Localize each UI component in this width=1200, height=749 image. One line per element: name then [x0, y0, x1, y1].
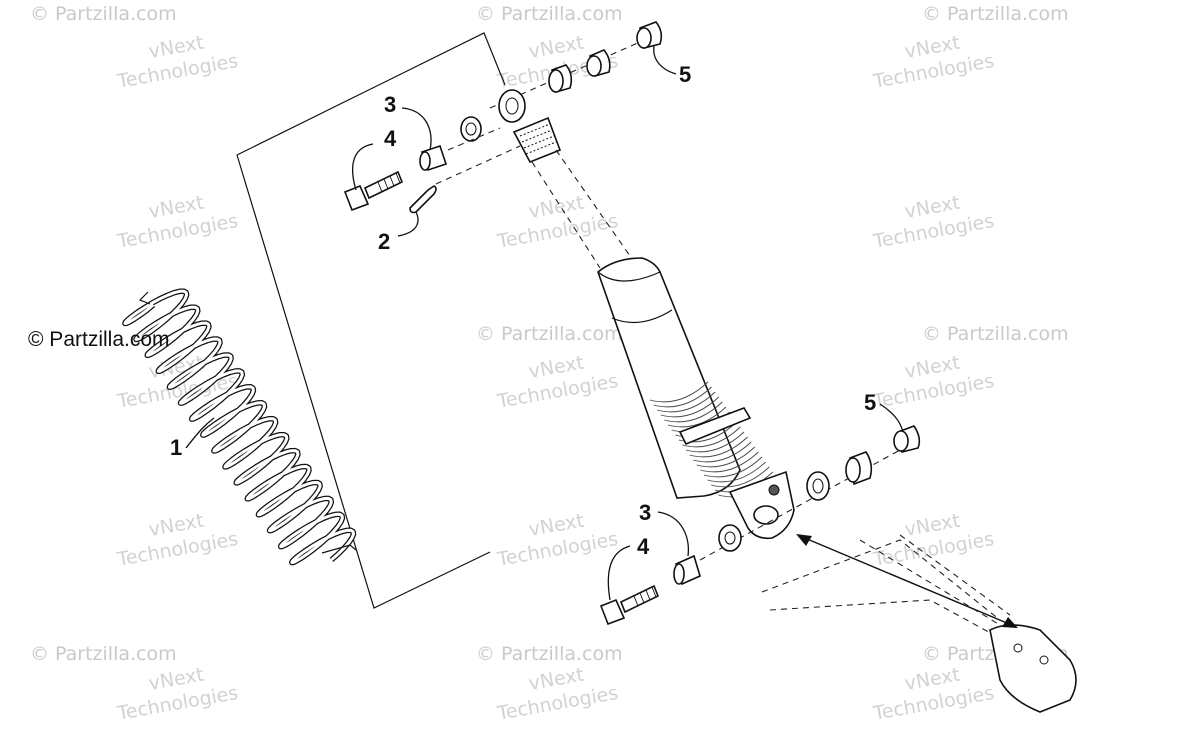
- copyright-label: © Partzilla.com: [28, 328, 170, 351]
- top-hardware: [460, 21, 663, 142]
- top-spacer-end: [548, 69, 564, 93]
- a-arm-bracket: [989, 624, 1077, 713]
- leader-4-top: [351, 143, 374, 191]
- mount-arrow-head-start: [796, 534, 812, 546]
- callout-4-bottom: 4: [637, 534, 650, 559]
- top-bolt-thread: [377, 172, 401, 193]
- top-washer-left: [460, 116, 482, 142]
- spring-top-end: [138, 291, 151, 305]
- mount-arrow-head-end: [1002, 617, 1018, 628]
- a-arm-outline: [761, 534, 1041, 661]
- coil-spring: [122, 288, 357, 566]
- leader-5-top: [653, 45, 677, 75]
- shock-bleed-fitting: [768, 484, 780, 496]
- bottom-spacer-end: [845, 457, 861, 483]
- shock-lower-eye-hole: [753, 505, 779, 525]
- bottom-bolt-thread: [633, 586, 657, 607]
- top-washer-left-hole: [465, 122, 477, 136]
- bottom-washer-right: [806, 471, 830, 501]
- a-arm-bracket-hole: [1039, 655, 1049, 665]
- bottom-washer-left-hole: [724, 531, 736, 545]
- a-arm-bracket-hole: [1013, 643, 1023, 653]
- clevis-pin-part-2: [409, 185, 437, 214]
- callout-4-top: 4: [384, 126, 397, 151]
- leader-4-bottom: [607, 545, 631, 601]
- watermark-partzilla: © Partzilla.com: [476, 643, 623, 665]
- shock-body: [597, 257, 741, 499]
- watermark-partzilla: © Partzilla.com: [476, 323, 623, 345]
- top-bolt-assembly: [343, 127, 521, 214]
- shock-lower-eye: [728, 470, 795, 540]
- watermark-partzilla-group: © Partzilla.com © Partzilla.com © Partzi…: [30, 3, 1069, 665]
- watermark-partzilla: © Partzilla.com: [922, 323, 1069, 345]
- bottom-washer-left: [718, 524, 742, 552]
- watermark-partzilla: © Partzilla.com: [30, 643, 177, 665]
- spring-bottom-end: [321, 544, 357, 554]
- top-sleeve-end: [586, 55, 602, 77]
- watermark-partzilla: © Partzilla.com: [30, 3, 177, 25]
- shock-body-rim: [597, 271, 661, 282]
- leader-1: [185, 417, 215, 449]
- shock-body-band: [611, 309, 673, 324]
- shock-adjuster-ring: [678, 407, 752, 446]
- shock-shaft: [531, 149, 631, 269]
- bottom-washer-right-hole: [812, 478, 824, 494]
- callout-1: 1: [170, 435, 182, 460]
- bottom-nut-face: [893, 430, 909, 452]
- bottom-bolt-head: [599, 598, 626, 626]
- bottom-bolt-shank: [619, 584, 660, 614]
- leader-2: [397, 211, 419, 237]
- callout-3-bottom: 3: [639, 500, 651, 525]
- a-arm: [761, 534, 1077, 713]
- callout-2: 2: [378, 229, 390, 254]
- top-bushing-flange: [498, 89, 526, 123]
- callout-5-top: 5: [679, 62, 691, 87]
- top-bushing-hole: [505, 97, 519, 115]
- kit-frame: [236, 32, 506, 609]
- shock-absorber: [512, 116, 795, 540]
- spring-coil-fill: [123, 289, 355, 564]
- top-bolt-shank: [363, 170, 404, 200]
- leader-lines: [185, 45, 904, 601]
- mount-arrow-line: [799, 535, 1015, 627]
- bottom-bushing-end: [673, 563, 685, 585]
- leader-3-top: [401, 107, 432, 151]
- pin-axis: [435, 145, 521, 185]
- leader-3-bottom: [657, 511, 690, 557]
- top-bushing-axis: [447, 127, 501, 151]
- shock-top-mount: [512, 116, 562, 164]
- top-nut-face: [636, 27, 652, 49]
- bottom-hardware: [599, 425, 921, 626]
- callout-3-top: 3: [384, 92, 396, 117]
- shock-top-thread: [519, 123, 557, 155]
- watermark-partzilla: © Partzilla.com: [476, 3, 623, 25]
- callout-5-bottom: 5: [864, 390, 876, 415]
- leader-5-bottom: [879, 403, 904, 433]
- top-bushing-end: [419, 151, 431, 171]
- watermark-partzilla: © Partzilla.com: [922, 3, 1069, 25]
